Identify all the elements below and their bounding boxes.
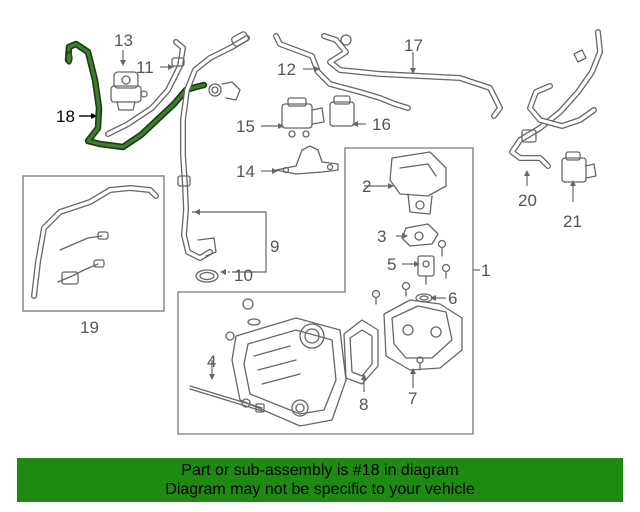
label-17[interactable]: 17 bbox=[404, 36, 423, 55]
label-16[interactable]: 16 bbox=[372, 115, 391, 134]
label-19[interactable]: 19 bbox=[80, 318, 99, 337]
part-9-pipe[interactable] bbox=[177, 31, 250, 261]
label-18[interactable]: 18 bbox=[56, 107, 75, 126]
part-3-gasket[interactable] bbox=[401, 223, 439, 247]
hose-clamp-fitting bbox=[208, 81, 241, 101]
label-6[interactable]: 6 bbox=[448, 289, 457, 308]
label-21[interactable]: 21 bbox=[563, 212, 582, 231]
label-14[interactable]: 14 bbox=[236, 162, 255, 181]
part-12-hose[interactable] bbox=[273, 33, 411, 111]
label-7[interactable]: 7 bbox=[408, 389, 417, 408]
part-labels: 13 11 18 12 17 15 16 14 2 3 5 1 6 9 10 4… bbox=[56, 31, 582, 414]
label-1[interactable]: 1 bbox=[481, 261, 490, 280]
part-16-connector[interactable] bbox=[329, 95, 355, 127]
part-10-o-ring[interactable] bbox=[195, 269, 219, 283]
part-19-subassembly-box[interactable] bbox=[22, 175, 165, 312]
part-4-rod[interactable] bbox=[189, 385, 265, 413]
part-15-solenoid-valve[interactable] bbox=[281, 97, 325, 138]
part-17-hose[interactable] bbox=[321, 33, 503, 119]
leader-arrowheads bbox=[91, 60, 576, 380]
label-8[interactable]: 8 bbox=[359, 395, 368, 414]
part-13-valve[interactable] bbox=[110, 71, 148, 111]
label-13[interactable]: 13 bbox=[114, 31, 133, 50]
label-9[interactable]: 9 bbox=[270, 237, 279, 256]
part-9-callout-bracket bbox=[192, 211, 267, 273]
part-18-hose-highlighted[interactable] bbox=[64, 40, 208, 151]
part-21-sensor[interactable] bbox=[561, 151, 597, 183]
part-2-egr-valve[interactable] bbox=[389, 151, 447, 215]
part-7-mount[interactable] bbox=[383, 299, 463, 371]
part-8-gasket[interactable] bbox=[343, 319, 379, 385]
label-10[interactable]: 10 bbox=[234, 266, 253, 285]
exploded-parts-diagram: 13 11 18 12 17 15 16 14 2 3 5 1 6 9 10 4… bbox=[22, 29, 603, 435]
part-14-bracket[interactable] bbox=[275, 145, 339, 175]
part-info-banner: Part or sub-assembly is #18 in diagram D… bbox=[17, 458, 623, 502]
bolts-near-5 bbox=[371, 263, 451, 305]
banner-line-2: Diagram may not be specific to your vehi… bbox=[165, 481, 475, 498]
label-12[interactable]: 12 bbox=[277, 60, 296, 79]
banner-line-1: Part or sub-assembly is #18 in diagram bbox=[181, 462, 459, 479]
label-20[interactable]: 20 bbox=[518, 191, 537, 210]
label-5[interactable]: 5 bbox=[387, 255, 396, 274]
part-5-sensor[interactable] bbox=[417, 255, 435, 285]
label-3[interactable]: 3 bbox=[377, 227, 386, 246]
part-1-egr-assembly-box[interactable] bbox=[177, 147, 474, 435]
part-11-hose[interactable] bbox=[105, 39, 186, 137]
label-15[interactable]: 15 bbox=[236, 117, 255, 136]
label-11[interactable]: 11 bbox=[136, 58, 154, 77]
egr-cooler-body bbox=[225, 298, 347, 427]
part-20-hose-assembly[interactable] bbox=[509, 29, 603, 169]
bolt-near-3 bbox=[437, 239, 447, 257]
label-4[interactable]: 4 bbox=[207, 352, 216, 371]
label-2[interactable]: 2 bbox=[362, 177, 371, 196]
